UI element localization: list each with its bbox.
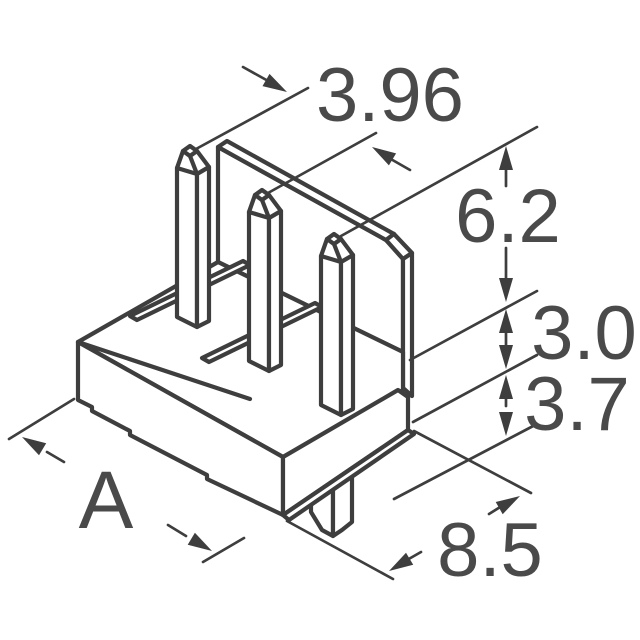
base-bottom-strip xyxy=(280,427,417,523)
ext-line-base-rear xyxy=(411,353,539,424)
ext-line-base-top xyxy=(408,289,539,362)
base-top-bevel-edge xyxy=(75,339,253,402)
width-arrowhead-left xyxy=(22,437,47,456)
ext-line-pin-tip xyxy=(339,125,539,238)
depth-arrowhead-up xyxy=(495,496,520,515)
width-dimension-label: A xyxy=(79,455,134,546)
dimension-depth: 8.5 xyxy=(285,429,543,593)
base-right-face xyxy=(280,387,411,518)
dimension-pitch: 3.96 xyxy=(194,53,464,195)
pin-height-dimension-label: 6.2 xyxy=(455,174,561,259)
depth-ref-line-far xyxy=(412,429,533,495)
pitch-extension-line-1 xyxy=(194,86,310,151)
depth-dimension-label: 8.5 xyxy=(437,508,543,593)
depth-ref-line-near xyxy=(285,519,395,581)
pitch-dimension-label: 3.96 xyxy=(316,53,464,138)
ext-line-seating xyxy=(392,422,539,501)
body-upper-dimension-label: 3.0 xyxy=(531,291,637,376)
width-ref-line-left xyxy=(7,397,76,441)
pin-3 xyxy=(318,231,356,418)
pin-2 xyxy=(246,187,284,374)
depth-arrowhead-down xyxy=(389,552,414,571)
pitch-arrowhead-right xyxy=(372,147,397,166)
dimension-chain-right: 6.2 3.0 3.7 xyxy=(339,125,637,501)
base-housing xyxy=(75,258,417,523)
width-arrowhead-right xyxy=(187,532,212,551)
dimension-width: A xyxy=(7,397,246,564)
body-lower-dimension-label: 3.7 xyxy=(524,362,630,447)
pitch-arrowhead-left xyxy=(262,73,287,92)
pin-1 xyxy=(174,143,212,330)
pitch-extension-line-2 xyxy=(266,131,378,195)
width-ref-line-right xyxy=(201,536,246,564)
